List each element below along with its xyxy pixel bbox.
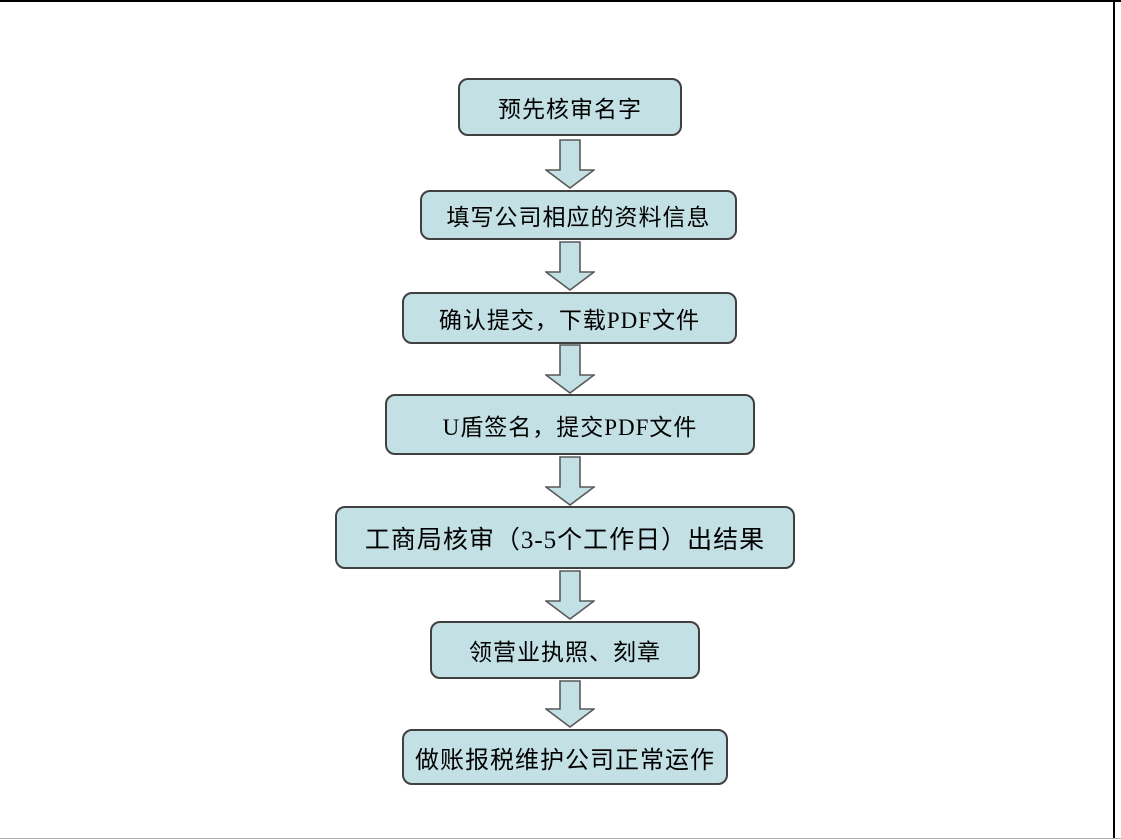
flow-step-5: 工商局核审（3-5个工作日）出结果 — [335, 506, 795, 569]
flow-step-1: 预先核审名字 — [458, 78, 682, 136]
flow-step-7: 做账报税维护公司正常运作 — [402, 729, 728, 785]
flow-step-1-label: 预先核审名字 — [498, 97, 642, 122]
flow-step-3: 确认提交，下载PDF文件 — [402, 292, 737, 344]
flow-step-6-label: 领营业执照、刻章 — [469, 640, 661, 665]
down-arrow-icon — [545, 241, 595, 291]
flow-step-4: U盾签名，提交PDF文件 — [385, 394, 755, 455]
flow-step-5-label: 工商局核审（3-5个工作日）出结果 — [364, 526, 766, 554]
down-arrow-icon — [545, 570, 595, 620]
flow-step-3-label: 确认提交，下载PDF文件 — [438, 308, 701, 333]
flow-step-4-label: U盾签名，提交PDF文件 — [442, 414, 698, 440]
flow-step-7-label: 做账报税维护公司正常运作 — [415, 747, 715, 774]
flow-step-2: 填写公司相应的资料信息 — [420, 190, 737, 240]
down-arrow-icon — [545, 139, 595, 189]
page-top-border — [0, 0, 1121, 2]
down-arrow-icon — [545, 456, 595, 506]
flow-step-6: 领营业执照、刻章 — [430, 621, 700, 679]
page-right-border — [1113, 0, 1115, 838]
page-bottom-border — [0, 838, 1121, 839]
down-arrow-icon — [545, 680, 595, 728]
down-arrow-icon — [545, 344, 595, 394]
flow-step-2-label: 填写公司相应的资料信息 — [446, 205, 711, 230]
